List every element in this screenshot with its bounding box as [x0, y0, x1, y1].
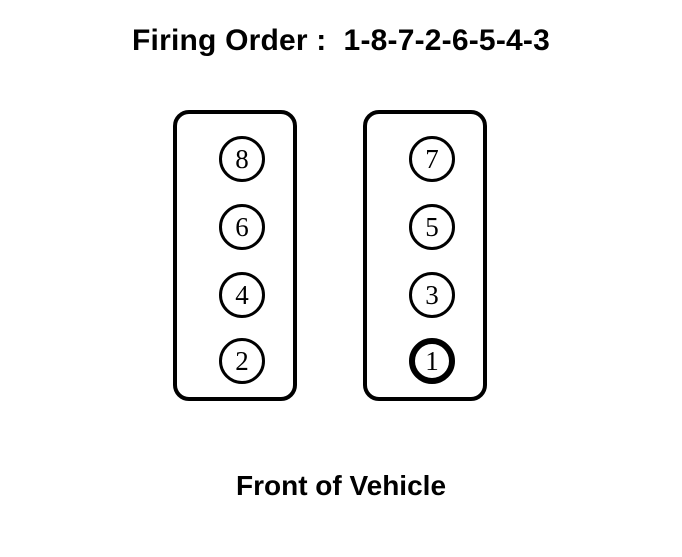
page-title: Firing Order : 1-8-7-2-6-5-4-3: [132, 24, 550, 57]
cylinder-number-label: 3: [425, 279, 439, 310]
cylinder-number-label: 8: [235, 143, 249, 174]
cylinder-4: 4: [219, 272, 265, 318]
cylinder-number-label: 6: [235, 211, 249, 242]
cylinder-5: 5: [409, 204, 455, 250]
cylinder-number-label: 4: [235, 279, 249, 310]
cylinder-3: 3: [409, 272, 455, 318]
front-of-vehicle-caption: Front of Vehicle: [235, 470, 447, 501]
cylinder-bank-left: 8 6 4 2: [173, 110, 297, 401]
cylinder-number-label: 1: [425, 345, 439, 376]
cylinder-1: 1: [409, 338, 455, 384]
cylinder-number-label: 5: [425, 211, 439, 242]
cylinder-number-label: 2: [235, 345, 249, 376]
cylinder-7: 7: [409, 136, 455, 182]
cylinder-number-label: 7: [425, 143, 439, 174]
cylinder-8: 8: [219, 136, 265, 182]
cylinder-6: 6: [219, 204, 265, 250]
cylinder-2: 2: [219, 338, 265, 384]
cylinder-bank-right: 7 5 3 1: [363, 110, 487, 401]
